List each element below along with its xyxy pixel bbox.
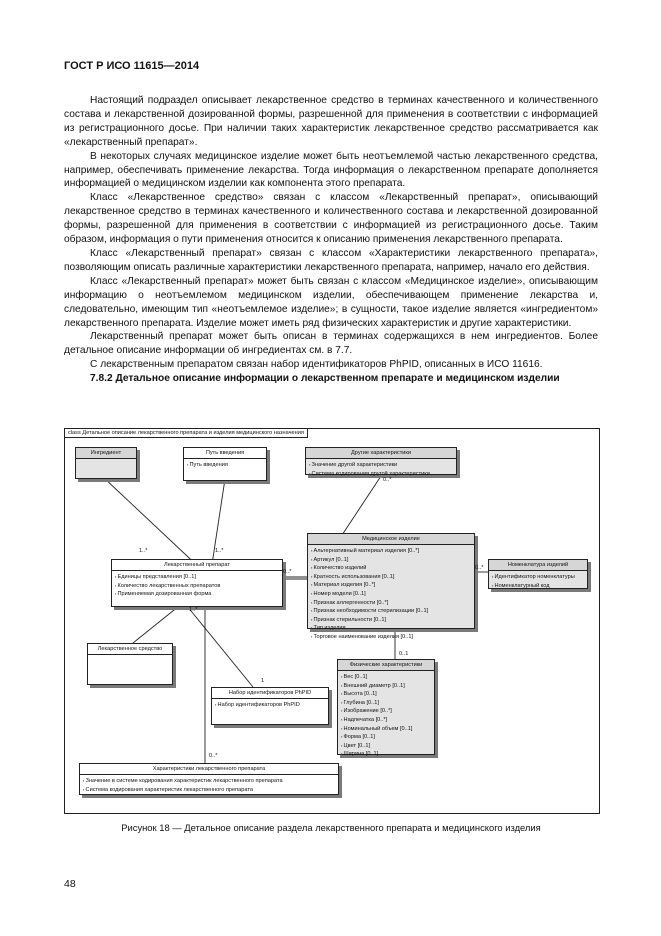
class-title: Другие характеристики <box>306 448 456 459</box>
class-attribute: Глубина [0..1] <box>341 699 431 708</box>
class-attribute: Набор идентификаторов PhPID <box>215 701 325 710</box>
class-attribute: Идентификатор номенклатуры <box>492 573 584 582</box>
multiplicity-label: 0..* <box>283 569 292 575</box>
class-attribute: Внешний диаметр [0..1] <box>341 682 431 691</box>
class-attribute: Кратность использования [0..1] <box>311 573 471 582</box>
class-attribute: Торговое наименование изделия [0..1] <box>311 633 471 642</box>
multiplicity-label: 1..* <box>189 607 198 613</box>
class-attribute: Система кодирования характеристик лекарс… <box>83 786 335 795</box>
association-line <box>132 605 180 644</box>
class-title: Медицинское изделие <box>308 534 474 545</box>
paragraph: Класс «Лекарственный препарат» может быт… <box>64 275 598 329</box>
multiplicity-label: 0..* <box>475 565 484 571</box>
diagram-frame-label: class Детальное описание лекарственного … <box>65 429 308 438</box>
multiplicity-label: 0..* <box>209 753 218 759</box>
class-attribute: Цвет [0..1] <box>341 742 431 751</box>
class-attribute: Признак стерильности [0..1] <box>311 616 471 625</box>
class-attribute: Альтернативный материал изделия [0..*] <box>311 547 471 556</box>
class-attribute: Значение другой характеристики <box>309 461 453 470</box>
class-physical-characteristics: Физические характеристики Вес [0..1] Вне… <box>337 659 435 757</box>
class-title: Характеристики лекарственного препарата <box>80 764 338 775</box>
class-attribute: Высота [0..1] <box>341 690 431 699</box>
class-title: Номенклатура изделий <box>489 560 587 571</box>
uml-class-diagram: class Детальное описание лекарственного … <box>64 428 600 814</box>
class-phpid-set: Набор идентификаторов PhPID Набор иденти… <box>211 687 329 725</box>
class-attribute: Номер модели [0..1] <box>311 590 471 599</box>
class-title: Ингредиент <box>76 448 136 459</box>
multiplicity-label: 0..* <box>383 477 392 483</box>
class-attribute: Признак необходимости стерилизации [0..1… <box>311 607 471 616</box>
class-attribute: Значение в системе кодирования характери… <box>83 777 335 786</box>
class-title: Лекарственный препарат <box>112 560 282 571</box>
class-attribute: Изображение [0..*] <box>341 707 431 716</box>
class-ingredient: Ингредиент <box>75 447 137 479</box>
class-title: Физические характеристики <box>338 660 434 671</box>
class-attribute: Путь введения <box>187 461 263 470</box>
paragraph: Настоящий подраздел описывает лекарствен… <box>64 95 598 148</box>
class-medicinal-drug: Лекарственное средство <box>87 643 173 685</box>
paragraph: Класс «Лекарственное средство» связан с … <box>64 192 598 246</box>
class-attribute: Количество лекарственных препаратов <box>115 582 279 591</box>
class-route: Путь введения Путь введения <box>183 447 267 481</box>
body-text: Настоящий подраздел описывает лекарствен… <box>64 94 598 386</box>
class-attribute: Номинальный объем [0..1] <box>341 725 431 734</box>
class-attribute: Тип изделия <box>311 624 471 633</box>
class-title: Лекарственное средство <box>88 644 172 655</box>
section-heading: 7.8.2 Детальное описание информации о ле… <box>64 372 598 386</box>
class-title: Набор идентификаторов PhPID <box>212 688 328 699</box>
multiplicity-label: 1..* <box>139 548 148 554</box>
document-header: ГОСТ Р ИСО 11615—2014 <box>64 60 200 72</box>
class-attribute: Форма [0..1] <box>341 733 431 742</box>
section-number: 7.8.2 <box>90 373 113 385</box>
class-attribute: Вес [0..1] <box>341 673 431 682</box>
class-attribute: Ширина [0..1] <box>341 750 431 759</box>
association-line <box>210 478 226 572</box>
class-medicinal-product: Лекарственный препарат Единицы представл… <box>111 559 283 607</box>
section-title: Детальное описание информации о лекарств… <box>115 373 560 385</box>
class-attribute: Применяемая дозированная форма <box>115 590 279 599</box>
figure-caption: Рисунок 18 — Детальное описание раздела … <box>121 822 541 833</box>
paragraph: Лекарственный препарат может быть описан… <box>64 331 598 357</box>
class-attribute: Признак аллергенности [0..*] <box>311 599 471 608</box>
association-line <box>186 605 254 688</box>
class-title: Путь введения <box>184 448 266 459</box>
class-attribute: Единицы представления [0..1] <box>115 573 279 582</box>
paragraph: В некоторых случаях медицинское изделие … <box>64 150 598 190</box>
class-attribute: Материал изделия [0..*] <box>311 581 471 590</box>
class-other-characteristics: Другие характеристики Значение другой ха… <box>305 447 457 477</box>
class-attribute: Система кодирования другой характеристик… <box>309 470 453 479</box>
class-attribute: Количество изделий <box>311 564 471 573</box>
class-attribute: Артикул [0..1] <box>311 556 471 565</box>
class-product-characteristics: Характеристики лекарственного препарата … <box>79 763 339 795</box>
multiplicity-label: 1..* <box>215 548 224 554</box>
paragraph: Класс «Лекарственный препарат» связан с … <box>64 247 598 273</box>
class-medical-device: Медицинское изделие Альтернативный матер… <box>307 533 475 640</box>
class-attribute: Надпечатка [0..*] <box>341 716 431 725</box>
class-attribute: Номенклатурный код <box>492 582 584 591</box>
class-device-nomenclature: Номенклатура изделий Идентификатор номен… <box>488 559 588 589</box>
multiplicity-label: 1 <box>261 678 265 684</box>
multiplicity-label: 0..1 <box>399 651 409 657</box>
association-line <box>102 476 204 572</box>
paragraph: С лекарственным препаратом связан набор … <box>90 359 543 371</box>
page-number: 48 <box>64 878 76 890</box>
